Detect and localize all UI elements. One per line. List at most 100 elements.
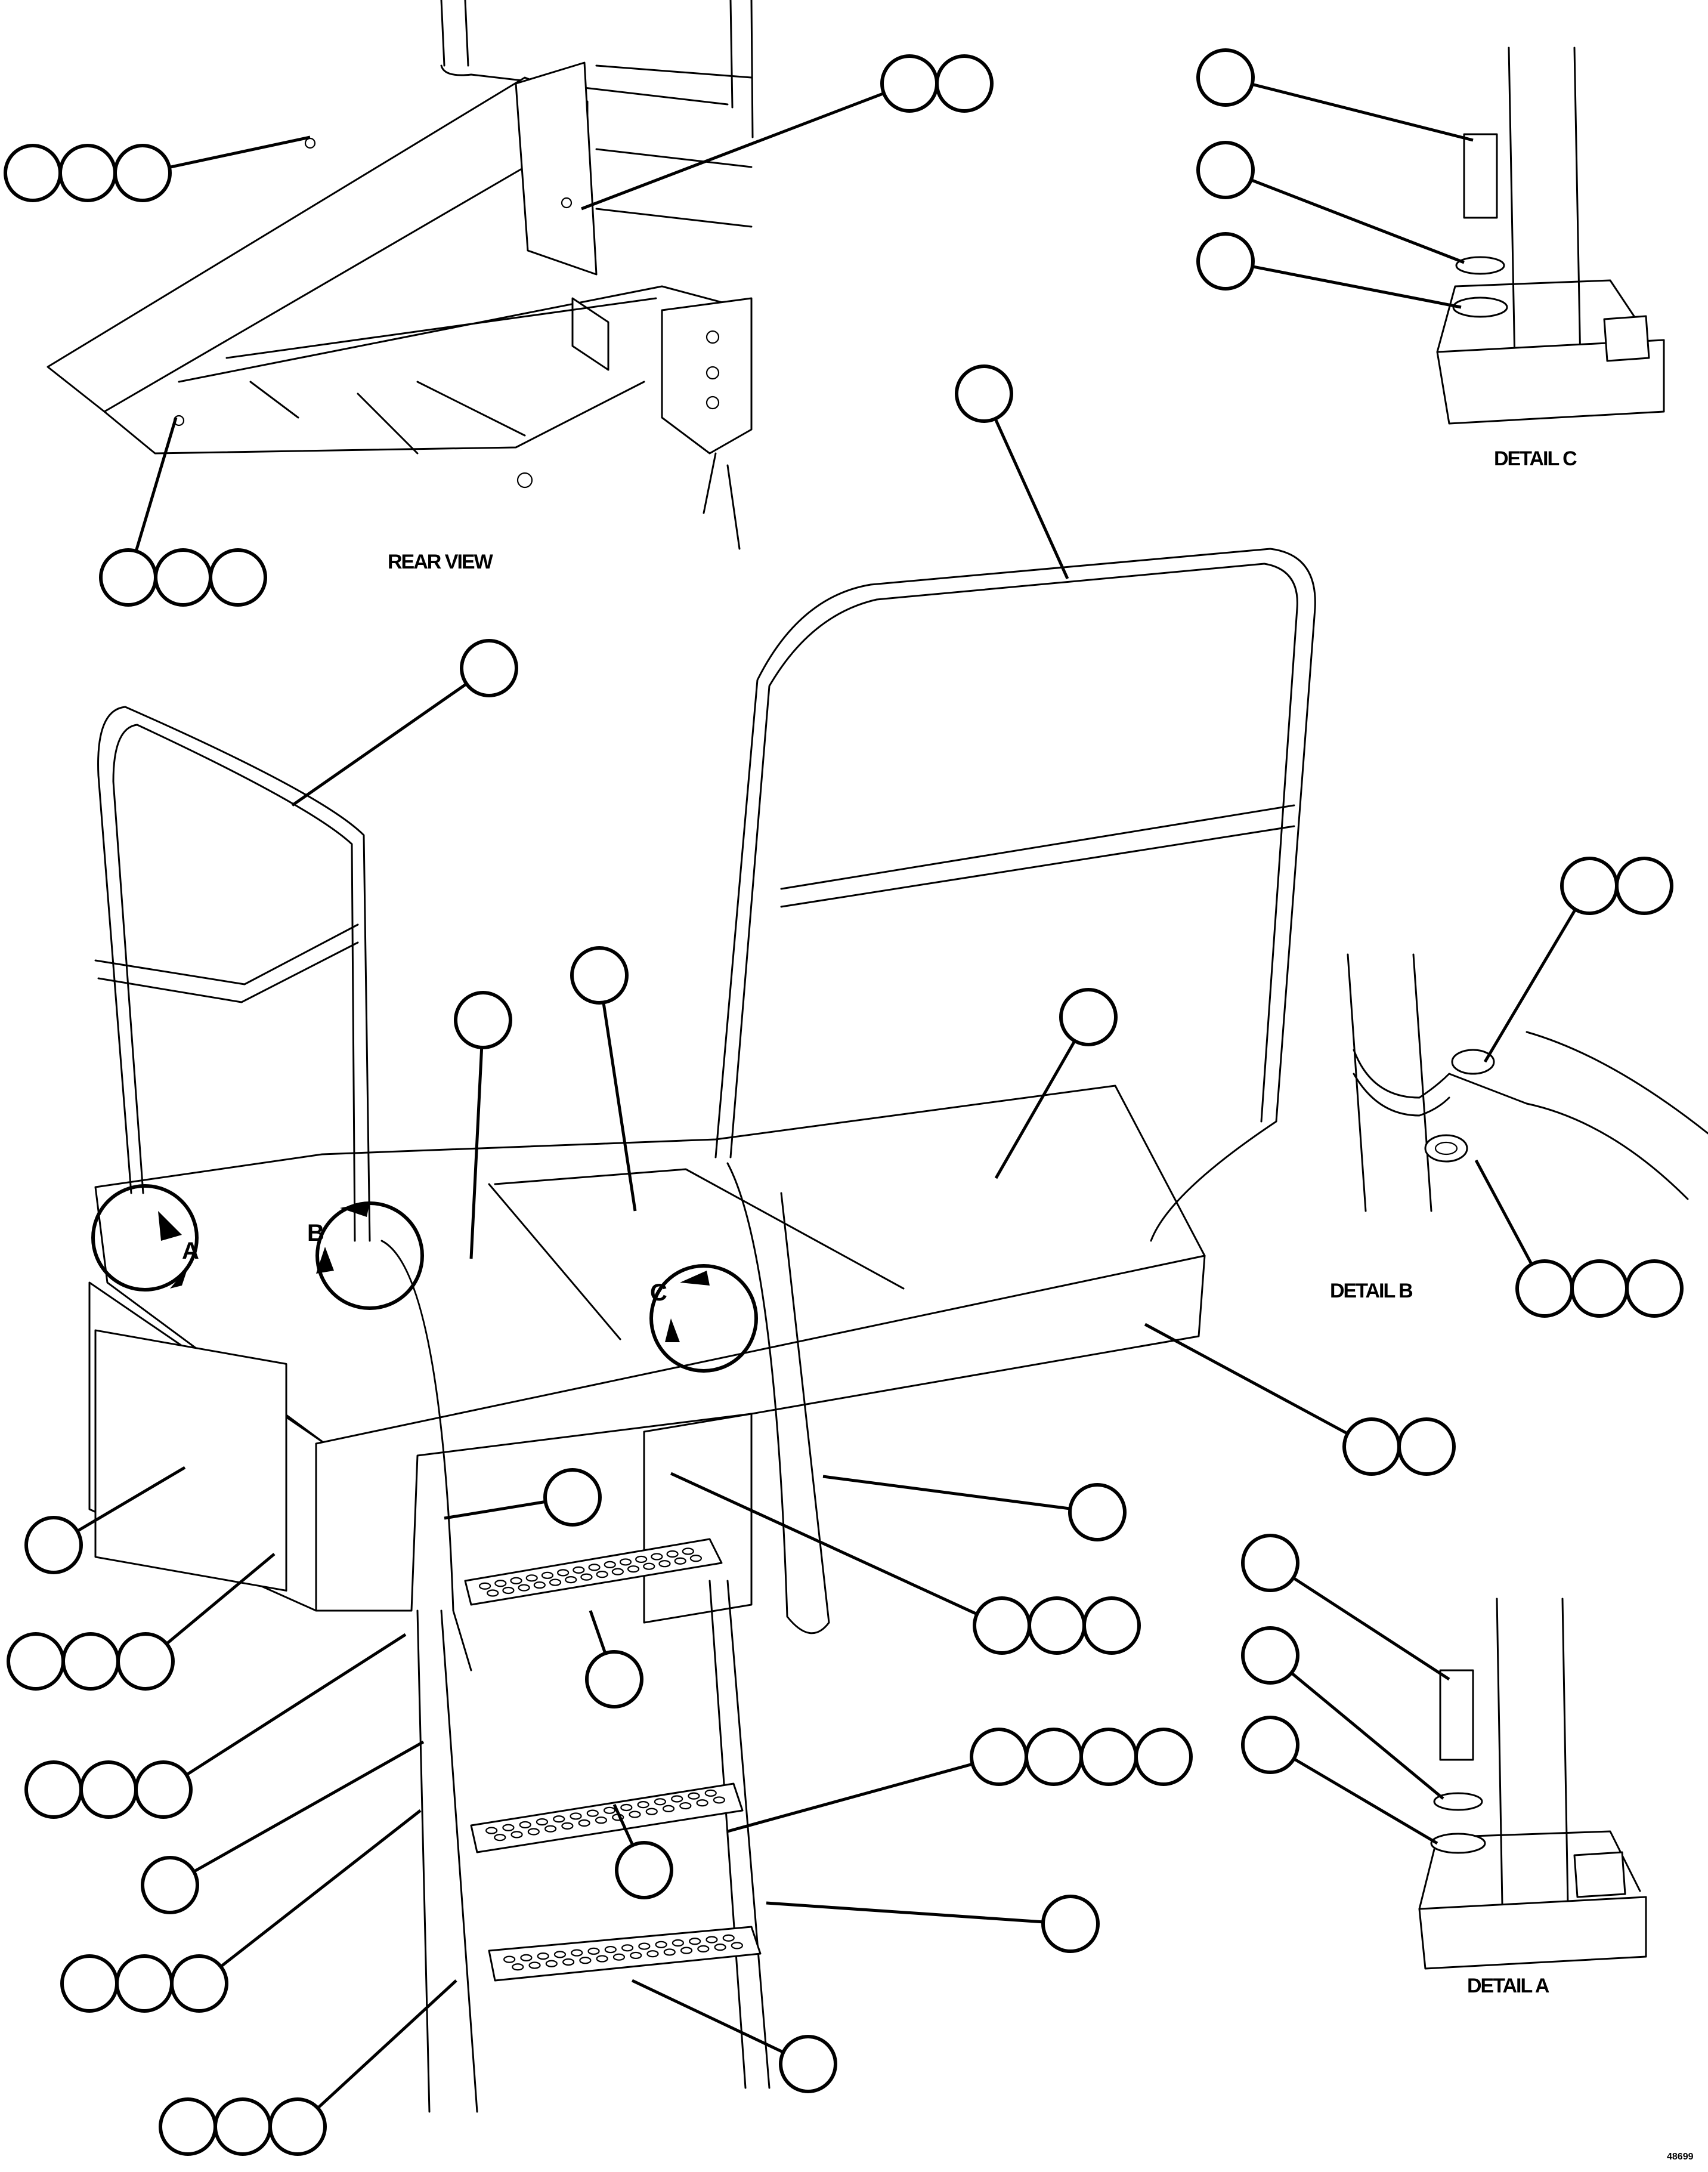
callout-platform-center-plate	[570, 946, 637, 1212]
step-perforation	[704, 1789, 717, 1797]
callout-leader	[444, 1500, 546, 1520]
callout-leader	[1474, 1159, 1533, 1265]
callout-leader	[1250, 178, 1465, 264]
step-perforation	[596, 1955, 608, 1963]
step-perforation	[571, 1949, 583, 1957]
step-bottom	[488, 1926, 762, 1982]
step-perforation	[580, 1573, 593, 1581]
callout-bubble	[154, 548, 212, 607]
callout-leader	[219, 1809, 422, 1968]
callout-bubble	[1059, 988, 1118, 1046]
step-perforation	[512, 1963, 524, 1971]
callout-leader	[1293, 1757, 1438, 1845]
callout-bubble	[79, 1760, 138, 1819]
rear-view-frame-lines	[47, 0, 754, 550]
step-perforation	[697, 1945, 710, 1952]
callout-bubble	[209, 548, 267, 607]
step-perforation	[674, 1557, 686, 1565]
callout-bubble	[1041, 1895, 1100, 1953]
step-perforation	[658, 1560, 671, 1568]
step-perforation	[502, 1586, 515, 1595]
step-perforation	[544, 1825, 557, 1833]
callout-bubble	[1560, 857, 1619, 915]
step-perforation	[479, 1582, 491, 1590]
callout-side-panel	[24, 1466, 186, 1574]
step-perforation	[487, 1589, 499, 1597]
step-perforation	[502, 1824, 515, 1831]
callout-ladder-hardware-right	[727, 1728, 1193, 1833]
callout-bubble	[970, 1728, 1028, 1786]
callout-bubble	[1025, 1728, 1083, 1786]
callout-bubble	[60, 1954, 119, 2013]
callout-bracket-hardware	[1144, 1323, 1456, 1476]
callout-leader	[994, 418, 1069, 580]
step-perforation	[620, 1803, 633, 1812]
callout-detail-b-nut	[1474, 1159, 1684, 1318]
callout-leader	[291, 682, 468, 807]
detail-markers: A B C	[91, 1184, 758, 1373]
callout-left-handrail	[291, 639, 518, 807]
callout-detail-c-washer-bottom	[1196, 232, 1462, 309]
callout-bubble	[935, 54, 994, 113]
callout-leader	[766, 1901, 1044, 1924]
callout-leader	[469, 1047, 484, 1259]
detail-a-ring[interactable]	[91, 1184, 199, 1292]
step-perforation	[549, 1578, 562, 1586]
callout-step-3	[631, 1979, 837, 2093]
callout-leader	[602, 1002, 637, 1212]
callout-bubble	[1028, 1596, 1086, 1655]
callout-bubble	[543, 1468, 602, 1527]
callout-leader	[1144, 1323, 1348, 1435]
callout-detail-a-washer-bottom	[1241, 1716, 1438, 1845]
detail-c-ring[interactable]	[649, 1264, 758, 1373]
callout-ladder-hardware-left	[60, 1809, 422, 2013]
step-perforation	[645, 1808, 658, 1815]
callout-bubble	[1570, 1259, 1629, 1318]
callout-bubble	[1134, 1728, 1193, 1786]
detail-a-bolt-shank	[1439, 1669, 1474, 1761]
step-perforation	[596, 1571, 608, 1578]
step-perforation	[537, 1952, 549, 1960]
step-perforation	[536, 1818, 549, 1826]
callout-bubble	[159, 2097, 217, 2156]
step-perforation	[713, 1796, 725, 1804]
step-perforation	[528, 1961, 541, 1969]
step-perforation	[519, 1821, 531, 1829]
callout-bubble	[779, 2035, 837, 2093]
left-handrail	[97, 706, 371, 1242]
callout-detail-c-bolt	[1196, 48, 1474, 142]
ladder-stringer-right	[708, 1580, 771, 2089]
callout-bubble	[1615, 857, 1673, 915]
step-perforation	[485, 1827, 498, 1834]
detail-b-ring[interactable]	[315, 1201, 424, 1310]
detail-b: DETAIL B	[1330, 953, 1708, 1302]
callout-rear-right-top	[581, 54, 994, 211]
step-perforation	[562, 1958, 575, 1966]
detail-a-arrow-2	[170, 1268, 188, 1289]
step-perforation	[682, 1547, 694, 1555]
step-perforation	[557, 1569, 570, 1577]
detail-c-bolt-shank	[1463, 133, 1498, 219]
step-perforation	[588, 1564, 601, 1571]
main-assembly	[88, 548, 1316, 2113]
callout-leader	[670, 1472, 978, 1616]
callout-handrail-clamp-hardware	[24, 1633, 407, 1819]
callout-mount-bracket-hardware	[670, 1472, 1141, 1655]
callout-detail-a-bolt	[1241, 1534, 1450, 1681]
callout-bubble	[1196, 48, 1255, 107]
step-perforation	[671, 1795, 683, 1803]
callout-leader	[727, 1762, 973, 1833]
drawing-number: 48699	[1667, 2152, 1694, 2162]
detail-b-arrow-2	[316, 1247, 334, 1274]
step-perforation	[619, 1558, 632, 1566]
callout-rear-left-bottom	[99, 417, 267, 607]
callout-ladder-rail-left-upper	[444, 1468, 602, 1527]
callout-bubble	[1515, 1259, 1574, 1318]
callout-leader	[581, 92, 884, 211]
callout-bubble	[115, 1954, 174, 2013]
step-perforation	[638, 1942, 651, 1950]
step-perforation	[494, 1834, 506, 1842]
callout-bubble	[570, 946, 629, 1005]
step-perforation	[553, 1951, 567, 1958]
